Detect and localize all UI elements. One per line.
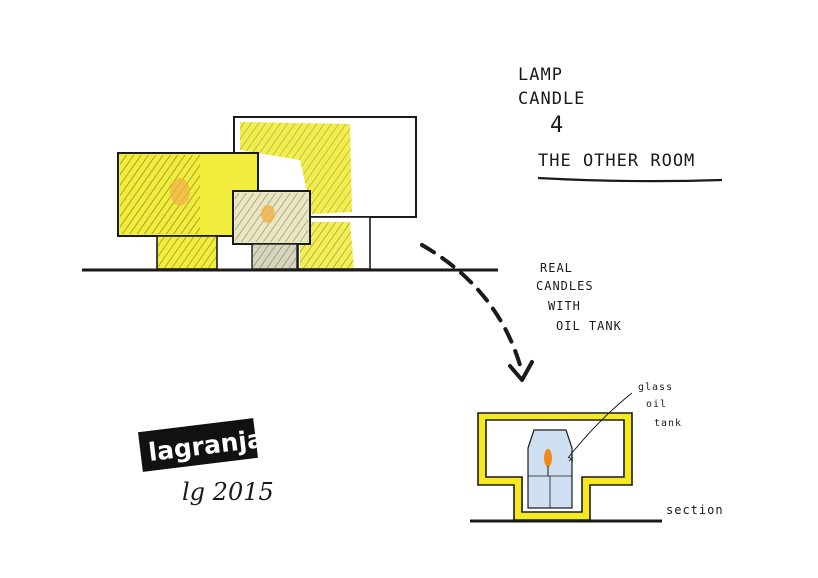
callout-line-3: tank — [654, 418, 682, 429]
note-line-3: WITH — [548, 299, 581, 313]
glass-oil-tank — [527, 429, 573, 509]
signature: lg 2015 — [182, 478, 274, 506]
title-underline — [537, 176, 723, 183]
lamp-elevation-sketch — [82, 116, 498, 272]
title-line-2: CANDLE — [518, 89, 585, 109]
callout-line-1: glass — [638, 382, 673, 393]
signature-text: lg 2015 — [182, 478, 274, 506]
title-block: LAMP CANDLE 4 THE OTHER ROOM — [518, 65, 723, 183]
section-drawing: ✕ glass oil tank section — [470, 382, 724, 523]
note-line-2: CANDLES — [536, 279, 594, 293]
dashed-arrow — [420, 243, 534, 382]
svg-text:✕: ✕ — [568, 454, 575, 465]
left-lamp-base — [156, 235, 218, 270]
note-block: REAL CANDLES WITH OIL TANK — [536, 261, 622, 333]
note-line-4: OIL TANK — [556, 319, 622, 333]
title-line-4: THE OTHER ROOM — [538, 151, 695, 171]
candle-flame — [544, 449, 552, 467]
small-lamp-shade — [232, 190, 311, 245]
small-lamp-base — [251, 243, 298, 270]
title-line-1: LAMP — [518, 65, 563, 85]
title-line-3: 4 — [550, 113, 564, 138]
callout-leader — [567, 392, 633, 459]
note-line-1: REAL — [540, 261, 573, 275]
large-lamp-base — [297, 216, 371, 270]
lagranja-logo: lagranja — [137, 418, 265, 472]
callout-line-2: oil — [646, 399, 667, 410]
section-label: section — [666, 503, 724, 517]
